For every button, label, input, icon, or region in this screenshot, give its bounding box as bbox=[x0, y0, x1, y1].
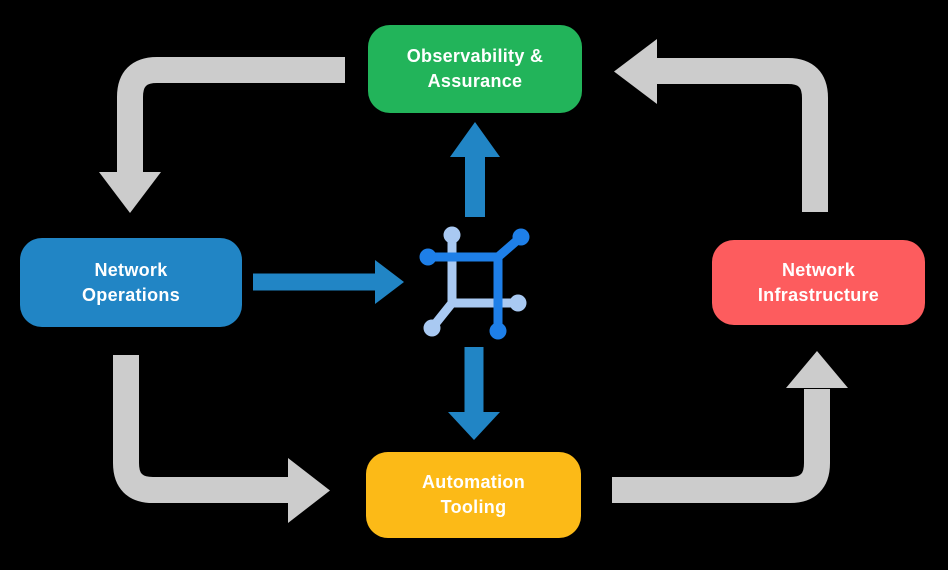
arrow-shaft bbox=[612, 389, 830, 503]
node-label-line: Automation bbox=[422, 472, 525, 493]
arrow-automation-to-infrastructure bbox=[612, 351, 848, 503]
arrow-head-up bbox=[786, 351, 848, 388]
mesh-light-dots bbox=[423, 226, 527, 337]
network-mesh-icon bbox=[419, 226, 530, 340]
node-label-line: Infrastructure bbox=[757, 284, 880, 305]
arrow-head-right bbox=[375, 260, 404, 304]
arrow-head-left bbox=[614, 39, 657, 104]
arrow-head-right bbox=[288, 458, 330, 523]
node-label-line: Observability & bbox=[406, 46, 544, 67]
arrow-shaft bbox=[117, 57, 345, 173]
node-observability-assurance: Observability & Assurance bbox=[368, 25, 582, 113]
arrow-infrastructure-to-observability bbox=[614, 39, 828, 212]
node-label-line: Network bbox=[781, 259, 856, 280]
arrow-operations-to-automation bbox=[113, 355, 330, 523]
arrow-head-up bbox=[450, 122, 500, 157]
node-network-operations: Network Operations bbox=[20, 238, 242, 327]
arrow-observability-to-operations bbox=[99, 57, 345, 213]
node-label-line: Assurance bbox=[427, 71, 523, 91]
arrow-center-to-automation bbox=[448, 347, 500, 440]
node-automation-tooling: Automation Tooling bbox=[366, 452, 581, 538]
arrow-head-down bbox=[99, 172, 161, 213]
arrow-head-down bbox=[448, 412, 500, 440]
node-network-infrastructure: Network Infrastructure bbox=[712, 240, 925, 325]
arrow-operations-to-center bbox=[253, 260, 404, 304]
node-label-line: Operations bbox=[81, 284, 181, 305]
arrow-shaft bbox=[113, 355, 289, 503]
arrow-shaft bbox=[657, 58, 828, 212]
arrow-center-to-observability bbox=[450, 122, 500, 217]
mesh-dark-dots bbox=[419, 228, 530, 340]
node-label-line: Tooling bbox=[440, 497, 507, 517]
node-label-line: Network bbox=[94, 259, 168, 280]
